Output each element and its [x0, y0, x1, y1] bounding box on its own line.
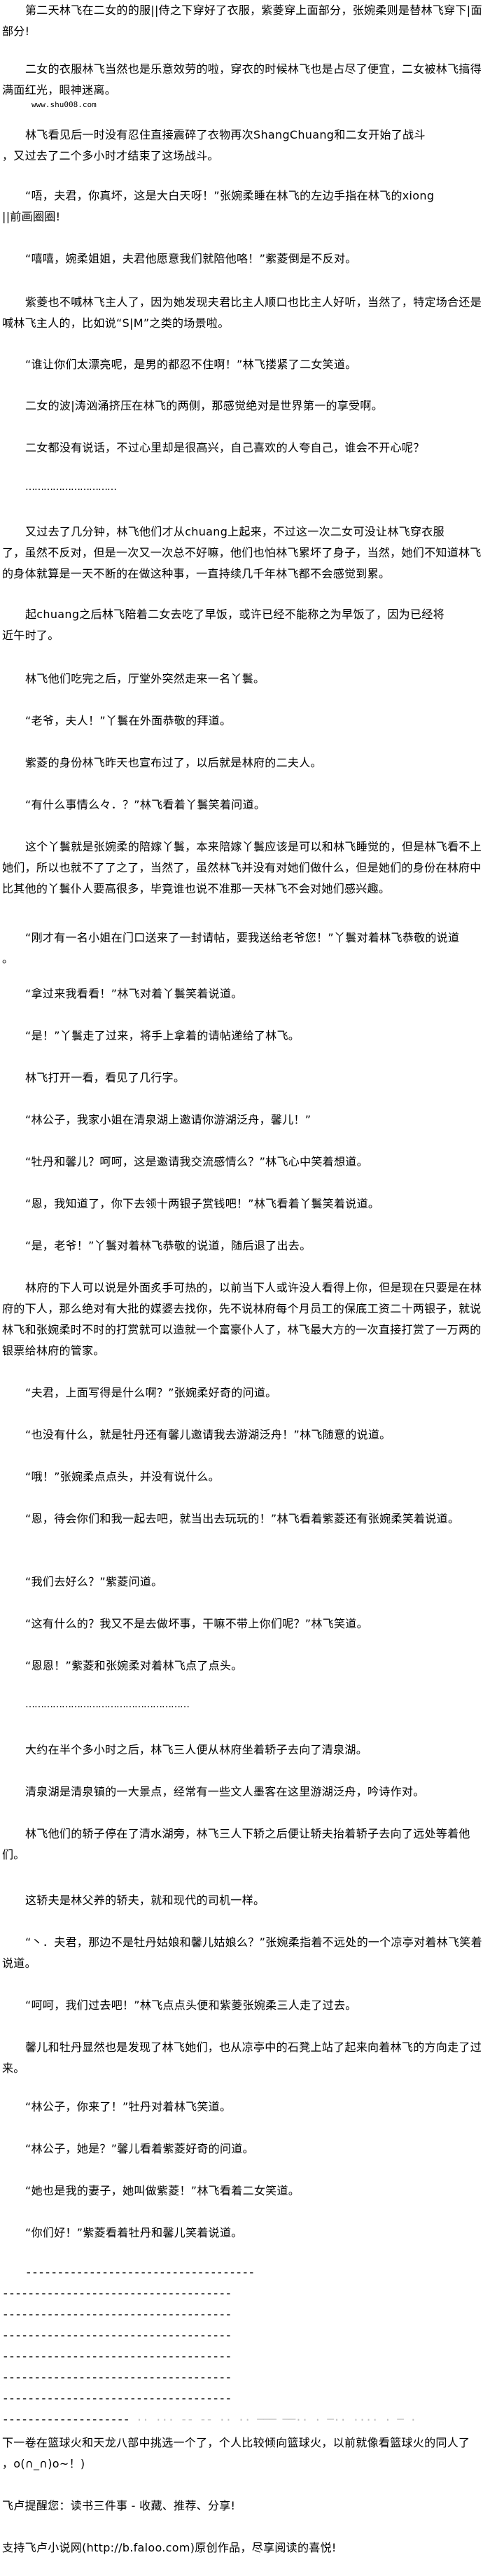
- author-note: 下一卷在篮球火和天龙八部中挑选一个了，个人比较倾向篮球火，以前就像看篮球火的同人…: [2, 2436, 470, 2470]
- watermark-url: www.shu008.com: [31, 100, 97, 109]
- paragraph: “是！”丫鬟走了过来，将手上拿着的请帖递给了林飞。: [25, 1029, 300, 1042]
- separator-line: ------------------------------------: [2, 2351, 232, 2363]
- paragraph: 二女的波|涛汹涌挤压在林飞的两侧，那感觉绝对是世界第一的享受啊。: [25, 399, 383, 412]
- paragraph: “刚才有一名小姐在门口送来了一封请帖，要我送给老爷您！”丫鬟对着林飞恭敬的说道 …: [2, 931, 460, 965]
- scene-break-ellipsis: ………………………………………………: [25, 1699, 190, 1710]
- paragraph: “恩恩！”紫菱和张婉柔对着林飞点了点头。: [25, 1659, 243, 1672]
- separator-line: ------------------------------------: [2, 2330, 232, 2342]
- separator-line-mixed: -------------------- ·· ··· -- -- ·· ·· …: [2, 2413, 416, 2427]
- paragraph: 起chuang之后林飞陪着二女去吃了早饭，或许已经不能称之为早饭了，因为已经将 …: [2, 608, 444, 642]
- paragraph: 二女的衣服林飞当然也是乐意效劳的啦，穿衣的时候林飞也是占尽了便宜，二女被林飞搞得…: [2, 62, 482, 97]
- paragraph: 这个丫鬟就是张婉柔的陪嫁丫鬟，本来陪嫁丫鬟应该是可以和林飞睡觉的，但是林飞看不上…: [2, 840, 482, 895]
- paragraph: 馨儿和牡丹显然也是发现了林飞她们，也从凉亭中的石凳上站了起来向着林飞的方向走了过…: [2, 2040, 482, 2075]
- paragraph: 大约在半个多小时之后，林飞三人便从林府坐着轿子去向了清泉湖。: [25, 1743, 368, 1756]
- scene-break-ellipsis: …………………………: [25, 482, 117, 493]
- separator-faint-marks: ·· ··· -- -- ·· ·· ─── ──·· · ─·· ···· ·…: [136, 2414, 416, 2426]
- paragraph: “也没有什么，就是牡丹还有馨儿邀请我去游湖泛舟！”林飞随意的说道。: [25, 1428, 391, 1441]
- paragraph: 又过去了几分钟，林飞他们才从chuang上起来，不过这一次二女可没让林飞穿衣服 …: [2, 525, 482, 580]
- paragraph: 清泉湖是清泉镇的一大景点，经常有一些文人墨客在这里游湖泛舟，吟诗作对。: [25, 1785, 425, 1798]
- paragraph: “有什么事情么々．？”林飞看着丫鬟笑着问道。: [25, 798, 266, 811]
- paragraph: 这轿夫是林父养的轿夫，就和现代的司机一样。: [25, 1893, 265, 1907]
- paragraph: 林飞他们吃完之后，厅堂外突然走来一名丫鬟。: [25, 672, 265, 685]
- separator-line: ------------------------------------: [2, 2309, 232, 2321]
- paragraph: 林府的下人可以说是外面炙手可热的，以前当下人或许没人看得上你，但是现在只要是在林…: [2, 1281, 482, 1357]
- paragraph: 紫菱也不喊林飞主人了，因为她发现夫君比主人顺口也比主人好听，当然了，特定场合还是…: [2, 295, 482, 330]
- paragraph: “恩，我知道了，你下去领十两银子赏钱吧！”林飞看着丫鬟笑着说道。: [25, 1197, 380, 1210]
- paragraph: “呵呵，我们过去吧！”林飞点点头便和紫菱张婉柔三人走了过去。: [25, 1998, 357, 2012]
- paragraph: “恩，待会你们和我一起去吧，就当出去玩玩的！”林飞看着紫菱还有张婉柔笑着说道。: [25, 1512, 460, 1525]
- paragraph: 林飞他们的轿子停在了清水湖旁，林飞三人下轿之后便让轿夫抬着轿子去向了远处等着他们…: [2, 1827, 470, 1861]
- paragraph: “林公子，她是？”馨儿看着紫菱好奇的问道。: [25, 2142, 254, 2155]
- paragraph: “林公子，你来了！”牡丹对着林飞笑道。: [25, 2100, 232, 2113]
- paragraph: 二女都没有说话，不过心里却是很高兴，自己喜欢的人夸自己，谁会不开心呢？: [25, 441, 425, 454]
- paragraph: “她也是我的妻子，她叫做紫菱！”林飞看着二女笑道。: [25, 2184, 300, 2197]
- paragraph: 林飞打开一看，看见了几行字。: [25, 1071, 186, 1084]
- paragraph: “林公子，我家小姐在清泉湖上邀请你游湖泛舟，馨儿！”: [25, 1113, 312, 1126]
- paragraph: “这有什么的？我又不是去做坏事，干嘛不带上你们呢？”林飞笑道。: [25, 1617, 368, 1630]
- paragraph: “拿过来我看看！”林飞对着丫鬟笑着说道。: [25, 987, 243, 1000]
- separator-line: ------------------------------------: [2, 2393, 232, 2405]
- paragraph: “我们去好么？”紫菱问道。: [25, 1575, 163, 1588]
- paragraph: “丶．夫君，那边不是牡丹姑娘和馨儿姑娘么？”张婉柔指着不远处的一个凉亭对着林飞笑…: [2, 1935, 482, 1970]
- paragraph: “夫君，上面写得是什么啊？”张婉柔好奇的问道。: [25, 1386, 277, 1399]
- paragraph: “是，老爷！”丫鬟对着林飞恭敬的说道，随后退了出去。: [25, 1239, 312, 1252]
- paragraph: 紫菱的身份林飞昨天也宣布过了，以后就是林府的二夫人。: [25, 756, 322, 769]
- paragraph: “你们好！”紫菱看着牡丹和馨儿笑着说道。: [25, 2226, 243, 2239]
- separator-line: ------------------------------------: [2, 2288, 232, 2300]
- separator-dashes: --------------------: [2, 2414, 130, 2426]
- paragraph: 林飞看见后一时没有忍住直接震碎了衣物再次ShangChuang和二女开始了战斗 …: [2, 128, 426, 162]
- paragraph: “牡丹和馨儿？呵呵，这是邀请我交流感情么？”林飞心中笑着想道。: [25, 1155, 368, 1168]
- footer-support: 支持飞卢小说网(http://b.faloo.com)原创作品，尽享阅读的喜悦!: [2, 2541, 337, 2554]
- paragraph: “哦！”张婉柔点点头，并没有说什么。: [25, 1470, 220, 1483]
- paragraph: “谁让你们太漂亮呢，是男的都忍不住啊！”林飞搂紧了二女笑道。: [25, 358, 357, 371]
- paragraph: “唔，夫君，你真坏，这是大白天呀！”张婉柔睡在林飞的左边手指在林飞的xiong …: [2, 189, 435, 223]
- paragraph: “嘻嘻，婉柔姐姐，夫君他愿意我们就陪他咯！”紫菱倒是不反对。: [25, 252, 357, 265]
- paragraph: “老爷，夫人！”丫鬟在外面恭敬的拜道。: [25, 714, 232, 727]
- separator-line: ------------------------------------: [25, 2267, 255, 2279]
- footer-reminder: 飞卢提醒您：读书三件事 - 收藏、推荐、分享!: [2, 2499, 236, 2512]
- separator-line: ------------------------------------: [2, 2372, 232, 2384]
- paragraph: 第二天林飞在二女的的服||侍之下穿好了衣服，紫菱穿上面部分，张婉柔则是替林飞穿下…: [2, 4, 482, 38]
